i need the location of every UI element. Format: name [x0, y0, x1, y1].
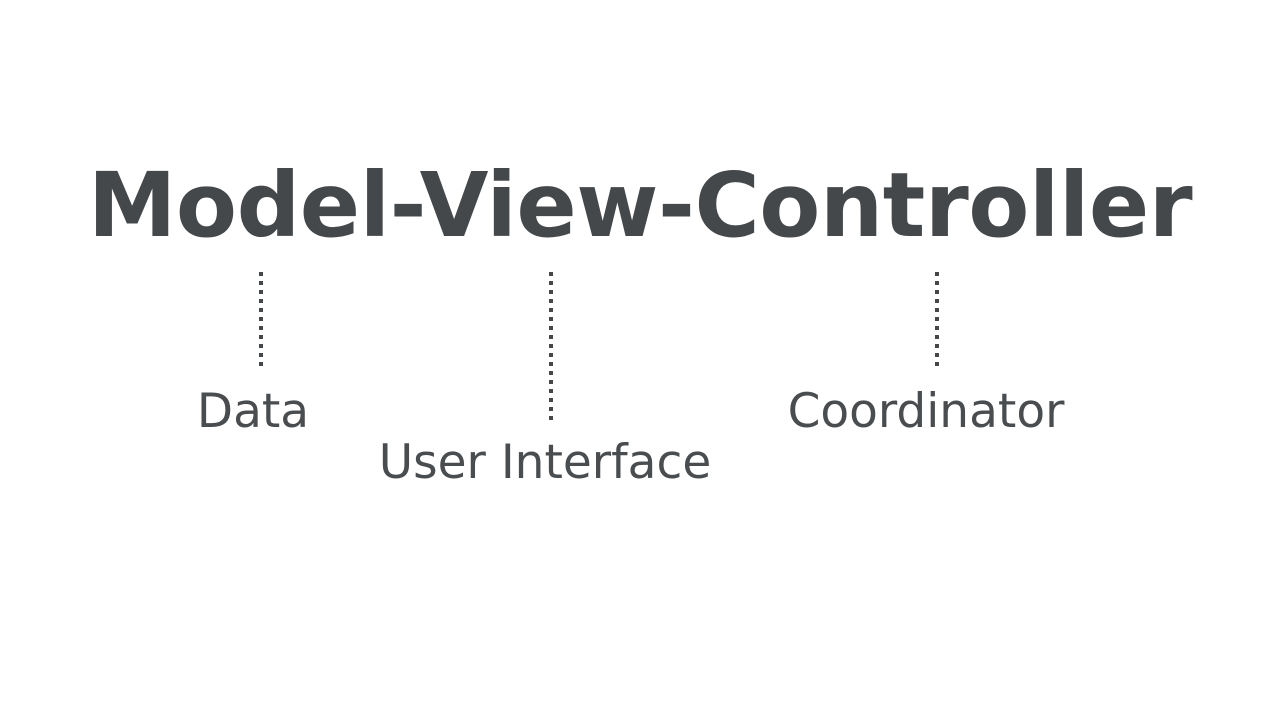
label-data: Data	[196, 384, 310, 439]
label-user-interface: User Interface	[378, 435, 712, 490]
label-coordinator: Coordinator	[787, 384, 1065, 439]
page-title: Model-View-Controller	[87, 153, 1193, 257]
connector-dotted-line-view	[549, 272, 553, 422]
connector-dotted-line-controller	[935, 272, 939, 368]
connector-dotted-line-model	[259, 272, 263, 368]
